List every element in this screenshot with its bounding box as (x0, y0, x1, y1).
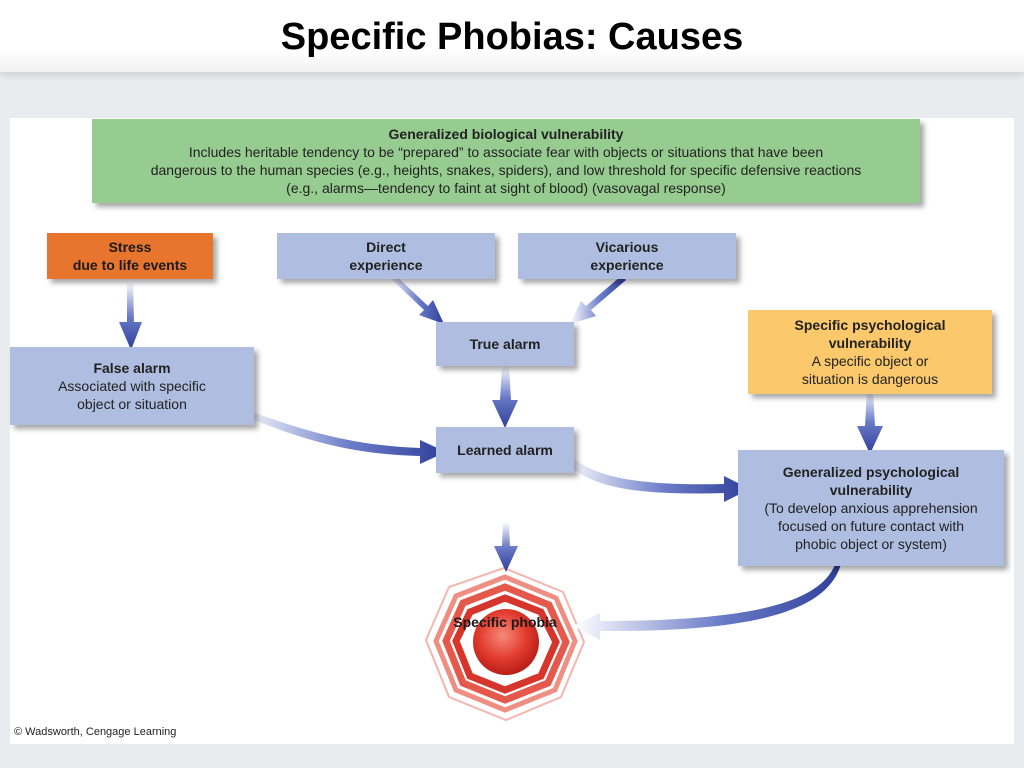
vicarious-experience-box: Vicarious experience (518, 233, 736, 279)
stress-box: Stress due to life events (47, 233, 213, 279)
true-alarm-box: True alarm (436, 322, 574, 366)
general-psych-title1: Generalized psychological (782, 464, 960, 480)
arrow-direct-to-true-alarm (388, 273, 444, 324)
general-psych-vulnerability-box: Generalized psychological vulnerability … (738, 450, 1004, 566)
arrow-learned-to-phobia (494, 522, 518, 572)
general-psych-line3: phobic object or system) (795, 536, 947, 552)
phobia-target (424, 566, 586, 722)
arrow-specific-to-general-psych (857, 390, 883, 454)
bio-vulnerability-line: Includes heritable tendency to be “prepa… (188, 144, 824, 160)
specific-psych-line1: A specific object or (811, 353, 929, 369)
arrow-stress-to-false-alarm (119, 282, 142, 350)
bio-vulnerability-title: Generalized biological vulnerability (388, 126, 624, 142)
false-alarm-title: False alarm (93, 360, 171, 376)
arrow-general-psych-to-phobia (573, 552, 843, 640)
stress-line1: Stress (108, 239, 152, 255)
specific-psych-line2: situation is dangerous (801, 371, 939, 387)
direct-line2: experience (349, 257, 423, 273)
general-psych-line1: (To develop anxious apprehension (764, 500, 978, 516)
specific-psych-title1: Specific psychological (794, 317, 946, 333)
bio-vulnerability-box: Generalized biological vulnerability Inc… (92, 119, 920, 203)
specific-phobia-label: Specific phobia (453, 614, 557, 630)
false-alarm-box: False alarm Associated with specific obj… (10, 347, 254, 425)
bio-vulnerability-line: dangerous to the human species (e.g., he… (150, 162, 862, 178)
direct-experience-box: Direct experience (277, 233, 495, 279)
copyright-credit: © Wadsworth, Cengage Learning (14, 726, 177, 738)
general-psych-title2: vulnerability (829, 482, 913, 498)
slide-title: Specific Phobias: Causes (280, 16, 744, 58)
arrow-vicarious-to-true-alarm (570, 276, 626, 324)
vicarious-line1: Vicarious (595, 239, 659, 255)
arrow-false-to-learned-alarm (236, 407, 446, 464)
vicarious-line2: experience (590, 257, 664, 273)
title-bar: Specific Phobias: Causes (0, 0, 1024, 73)
arrow-true-to-learned-alarm (492, 366, 518, 428)
false-alarm-line2: object or situation (77, 396, 187, 412)
general-psych-line2: focused on future contact with (778, 518, 964, 534)
specific-psych-vulnerability-box: Specific psychological vulnerability A s… (748, 310, 992, 394)
specific-psych-title2: vulnerability (828, 335, 912, 351)
direct-line1: Direct (366, 239, 406, 255)
arrow-learned-to-general-psych (562, 452, 750, 502)
phobia-core (473, 609, 539, 675)
bio-vulnerability-line: (e.g., alarms—tendency to faint at sight… (286, 180, 726, 196)
learned-alarm-box: Learned alarm (436, 427, 574, 473)
false-alarm-line1: Associated with specific (58, 378, 206, 394)
learned-alarm-label: Learned alarm (457, 442, 553, 458)
true-alarm-label: True alarm (469, 336, 541, 352)
stress-line2: due to life events (72, 257, 188, 273)
